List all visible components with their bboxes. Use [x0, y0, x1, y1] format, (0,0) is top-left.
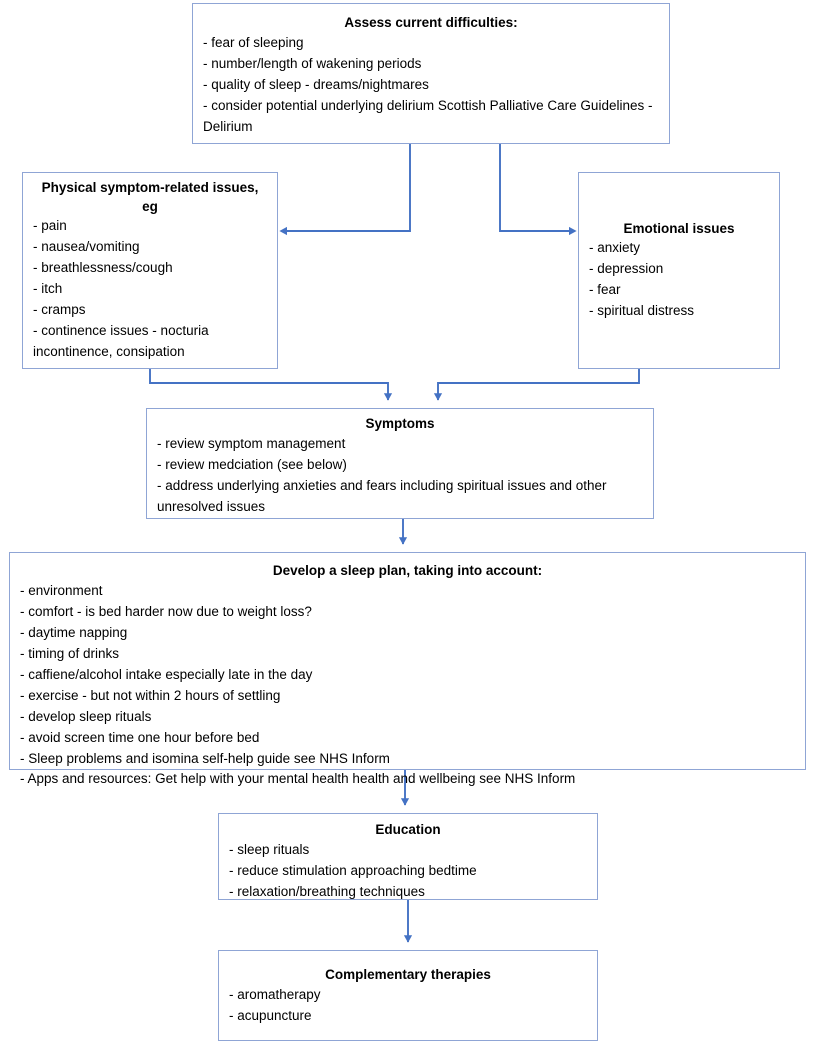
node-line: - sleep rituals	[229, 842, 310, 858]
node-line: - anxiety	[589, 240, 641, 256]
node-line: - daytime napping	[20, 625, 128, 640]
node-emotional-issues: Emotional issues - anxiety- depression- …	[578, 172, 780, 369]
node-line: - itch	[33, 281, 63, 297]
node-line: - caffiene/alcohol intake especially lat…	[20, 666, 313, 682]
node-assess-title: Assess current difficulties:	[344, 15, 518, 30]
node-line: - develop sleep rituals	[20, 708, 152, 724]
node-line: - reduce stimulation approaching bedtime	[229, 863, 477, 879]
node-complementary-therapies: Complementary therapies - aromatherapy- …	[218, 950, 598, 1041]
node-develop-a-sleep-plan: Develop a sleep plan, taking into accoun…	[9, 552, 806, 786]
node-symptoms-lines: - review symptom management - review medc…	[157, 434, 643, 518]
connector-assess-to-physical	[279, 144, 411, 236]
node-line: - Sleep problems and isomina self-help g…	[20, 750, 390, 766]
node-line: - breathlessness/cough	[33, 260, 173, 276]
node-education-lines: - sleep rituals - reduce stimulation appr…	[229, 840, 587, 903]
node-line: - fear	[589, 282, 621, 298]
node-line: - pain	[33, 218, 67, 234]
connector-physical-to-symptoms	[149, 369, 393, 401]
node-sleepplan-title: Develop a sleep plan, taking into accoun…	[272, 563, 543, 578]
node-complementary-title: Complementary therapies	[325, 966, 491, 982]
node-symptoms: Symptoms - review symptom management- re…	[146, 408, 654, 519]
node-line: - review medciation (see below)	[157, 457, 347, 473]
node-line: - number/length of wakening periods	[203, 56, 422, 72]
node-line: - cramps	[33, 302, 86, 318]
node-emotional-title: Emotional issues	[623, 221, 735, 237]
node-assess-current-difficulties: Assess current difficulties: - fear of s…	[192, 3, 670, 144]
node-line: - aromatherapy	[229, 986, 321, 1002]
node-line: - Apps and resources: Get help with your…	[20, 771, 576, 787]
node-education: Education - sleep rituals - reduce stimul…	[218, 813, 598, 900]
connector-assess-to-emotional	[499, 144, 577, 236]
node-sleepplan-lines: - environment - comfort - is bed harder n…	[20, 581, 795, 790]
connector-emotional-to-symptoms	[433, 369, 640, 401]
node-physical-symptom-related-issues: Physical symptom-related issues, eg - pa…	[22, 172, 278, 369]
node-line: - comfort - is bed harder now due to wei…	[20, 604, 312, 620]
node-line: - review symptom management	[157, 436, 346, 452]
node-assess-lines: - fear of sleeping - number/length of wak…	[203, 33, 659, 138]
node-line: - fear of sleeping	[203, 35, 304, 51]
node-line: - address underlying anxieties and fears…	[157, 478, 607, 514]
node-physical-lines: - pain - nausea/vomiting - breathlessness/…	[33, 216, 267, 362]
node-complementary-lines: - aromatherapy - acupuncture	[229, 985, 587, 1027]
node-line: - continence issues - nocturia incontine…	[33, 323, 209, 359]
node-physical-title: Physical symptom-related issues, eg	[41, 180, 259, 215]
node-line: - acupuncture	[229, 1007, 312, 1023]
node-line: - exercise - but not within 2 hours of s…	[20, 687, 281, 703]
node-line: - environment	[20, 583, 103, 599]
node-symptoms-title: Symptoms	[365, 416, 435, 431]
node-emotional-lines: - anxiety - depression - fear - spiritual d…	[589, 238, 769, 322]
node-education-title: Education	[375, 822, 441, 837]
node-line: - avoid screen time one hour before bed	[20, 729, 260, 745]
node-line: - timing of drinks	[20, 645, 120, 661]
node-line: - depression	[589, 261, 664, 277]
node-line: - quality of sleep - dreams/nightmares	[203, 77, 429, 92]
node-line: - nausea/vomiting	[33, 239, 140, 255]
node-line: - relaxation/breathing techniques	[229, 884, 425, 899]
node-line: - spiritual distress	[589, 303, 695, 318]
node-line: - consider potential underlying delirium…	[203, 97, 653, 134]
